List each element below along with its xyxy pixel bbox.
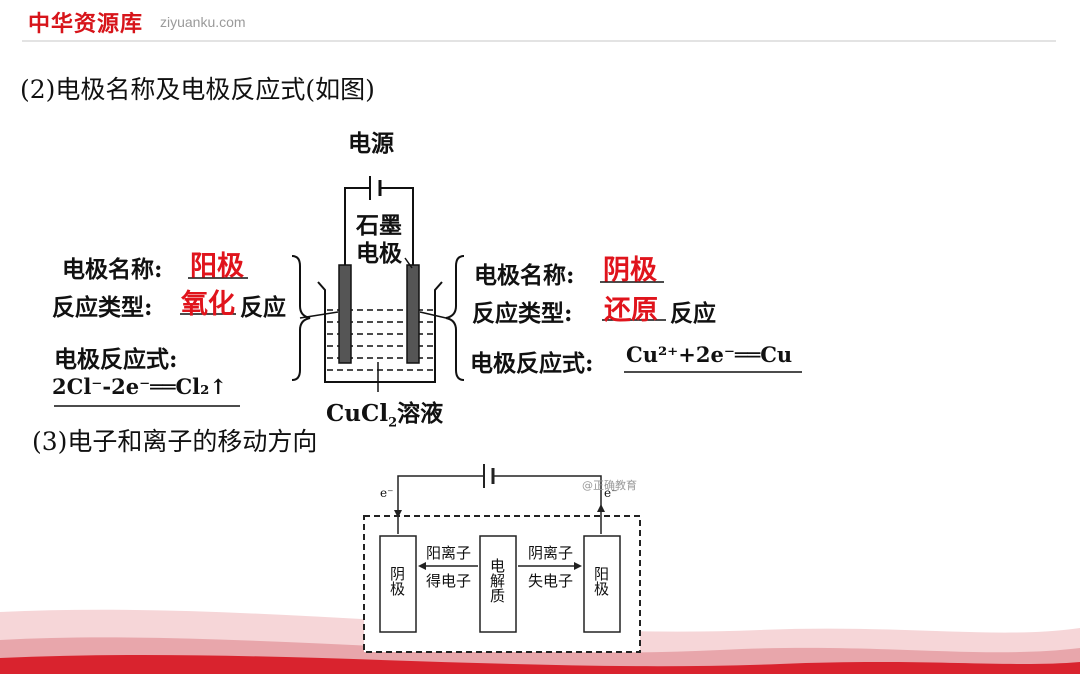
wire-left (344, 187, 370, 265)
anion-label: 阴离子 (528, 544, 574, 562)
left-type-answer: 氧化 (181, 289, 235, 320)
left-brace (291, 255, 311, 381)
right-type-answer: 还原 (604, 295, 658, 326)
power-source-label: 电源 (348, 130, 394, 157)
site-url: ziyuanku.com (160, 14, 246, 30)
right-type-label: 反应类型: (472, 300, 573, 327)
gain-electrons-label: 得电子 (426, 572, 472, 590)
right-type-suffix: 反应 (670, 300, 716, 327)
right-electrode (406, 264, 420, 364)
section2-heading: (2)电极名称及电极反应式(如图) (20, 75, 375, 104)
anode-box (583, 535, 621, 633)
right-equation: Cu²⁺+2e⁻══Cu (626, 342, 793, 367)
left-equation: 2Cl⁻-2e⁻══Cl₂↑ (52, 374, 227, 399)
solution-label: CuCl2溶液 (326, 400, 444, 431)
right-name-label: 电极名称: (474, 262, 575, 289)
electron-right-label: e⁻ (604, 486, 618, 500)
solution-lines (327, 309, 433, 371)
left-electrode (338, 264, 352, 364)
cathode-label: 阴极 (388, 566, 406, 596)
left-eq-label: 电极反应式: (54, 346, 178, 373)
left-type-suffix: 反应 (240, 294, 286, 321)
electron-left-label: e⁻ (380, 486, 394, 500)
left-type-label: 反应类型: (52, 294, 153, 321)
electrode-label: 电极 (356, 240, 402, 267)
section3-heading: (3)电子和离子的移动方向 (32, 427, 318, 456)
electrolyte-box (479, 535, 517, 633)
lose-electrons-label: 失电子 (528, 572, 574, 590)
left-name-answer: 阳极 (190, 251, 244, 282)
left-name-label: 电极名称: (62, 256, 163, 283)
electrolyte-label: 电解质 (488, 558, 506, 603)
right-eq-label: 电极反应式: (470, 350, 594, 377)
graphite-label: 石墨 (356, 212, 402, 239)
site-logo: 中华资源库 (28, 12, 144, 37)
cathode-box (379, 535, 417, 633)
wire-right (380, 187, 414, 265)
header-divider (22, 40, 1056, 42)
watermark: @正确教育 (582, 479, 637, 492)
beaker (317, 281, 443, 383)
anode-label: 阳极 (592, 566, 610, 596)
right-name-answer: 阴极 (603, 255, 657, 286)
cation-label: 阳离子 (426, 544, 472, 562)
